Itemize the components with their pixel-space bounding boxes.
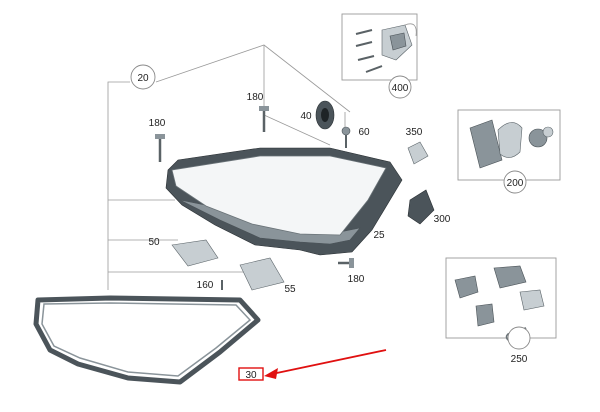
mount-bracket-icon bbox=[454, 275, 479, 299]
screw-180-left bbox=[155, 134, 165, 162]
label-160[interactable]: 160 bbox=[197, 280, 214, 291]
label-30[interactable]: 30 bbox=[245, 370, 257, 381]
grommet-40 bbox=[315, 100, 335, 130]
highlight-box-30[interactable] bbox=[238, 367, 264, 381]
box-250 bbox=[445, 257, 557, 342]
holder-icon bbox=[493, 265, 527, 289]
label-180-lower[interactable]: 180 bbox=[348, 274, 365, 285]
callout-400-circle[interactable] bbox=[388, 75, 412, 99]
connector-icon bbox=[528, 128, 548, 148]
highlight-arrow bbox=[264, 349, 387, 379]
callout-250[interactable]: 250 bbox=[511, 354, 528, 365]
cap-300 bbox=[407, 189, 435, 225]
callout-200-circle[interactable] bbox=[503, 170, 527, 194]
box-400 bbox=[341, 13, 418, 81]
label-40[interactable]: 40 bbox=[300, 111, 312, 122]
headlamp-housing bbox=[165, 147, 403, 256]
callout-20[interactable]: 20 bbox=[137, 73, 149, 84]
clip-icon bbox=[475, 303, 495, 327]
screw-180-lower bbox=[338, 258, 354, 268]
label-350[interactable]: 350 bbox=[406, 127, 423, 138]
callout-200[interactable]: 200 bbox=[507, 178, 524, 189]
callout-20-circle[interactable] bbox=[130, 64, 156, 90]
screws-icon bbox=[355, 29, 383, 73]
label-25[interactable]: 25 bbox=[373, 230, 385, 241]
label-60[interactable]: 60 bbox=[358, 127, 370, 138]
module-50 bbox=[171, 239, 219, 267]
clip-350 bbox=[407, 141, 429, 165]
headlamp-lens bbox=[171, 155, 387, 236]
label-300[interactable]: 300 bbox=[434, 214, 451, 225]
assembly-lines bbox=[107, 44, 351, 290]
label-50[interactable]: 50 bbox=[148, 237, 160, 248]
bracket-small-icon bbox=[519, 289, 545, 311]
label-55[interactable]: 55 bbox=[284, 284, 296, 295]
bracket-frame-icon bbox=[497, 122, 523, 158]
actuator-unit-icon bbox=[381, 23, 417, 61]
module-55 bbox=[239, 257, 285, 291]
label-180-top[interactable]: 180 bbox=[247, 92, 264, 103]
box-200 bbox=[457, 109, 561, 181]
connector-cap-icon bbox=[542, 126, 554, 138]
control-module-icon bbox=[469, 119, 503, 169]
screw-180-top bbox=[259, 106, 269, 132]
label-180-left[interactable]: 180 bbox=[149, 118, 166, 129]
callout-250-circle[interactable] bbox=[507, 326, 531, 350]
callout-400[interactable]: 400 bbox=[392, 83, 409, 94]
frame-30 bbox=[33, 295, 261, 385]
nut-60 bbox=[341, 126, 351, 148]
